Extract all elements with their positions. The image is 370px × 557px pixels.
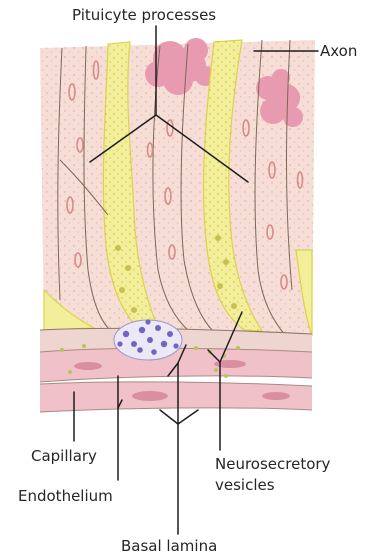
basal-lamina-label: Basal lamina <box>121 537 217 555</box>
neurosecretory-vesicles-label: Neurosecretory vesicles <box>215 454 330 496</box>
pituicyte-processes-label: Pituicyte processes <box>72 6 216 24</box>
axon-label: Axon <box>320 42 357 60</box>
endothelium <box>40 348 312 412</box>
neurosecretory-label-line1: Neurosecretory <box>215 454 330 475</box>
endothelium-label: Endothelium <box>18 487 113 505</box>
neurosecretory-label-line2: vesicles <box>215 475 330 496</box>
capillary-label: Capillary <box>31 447 97 465</box>
capillary-lumen <box>114 319 182 360</box>
